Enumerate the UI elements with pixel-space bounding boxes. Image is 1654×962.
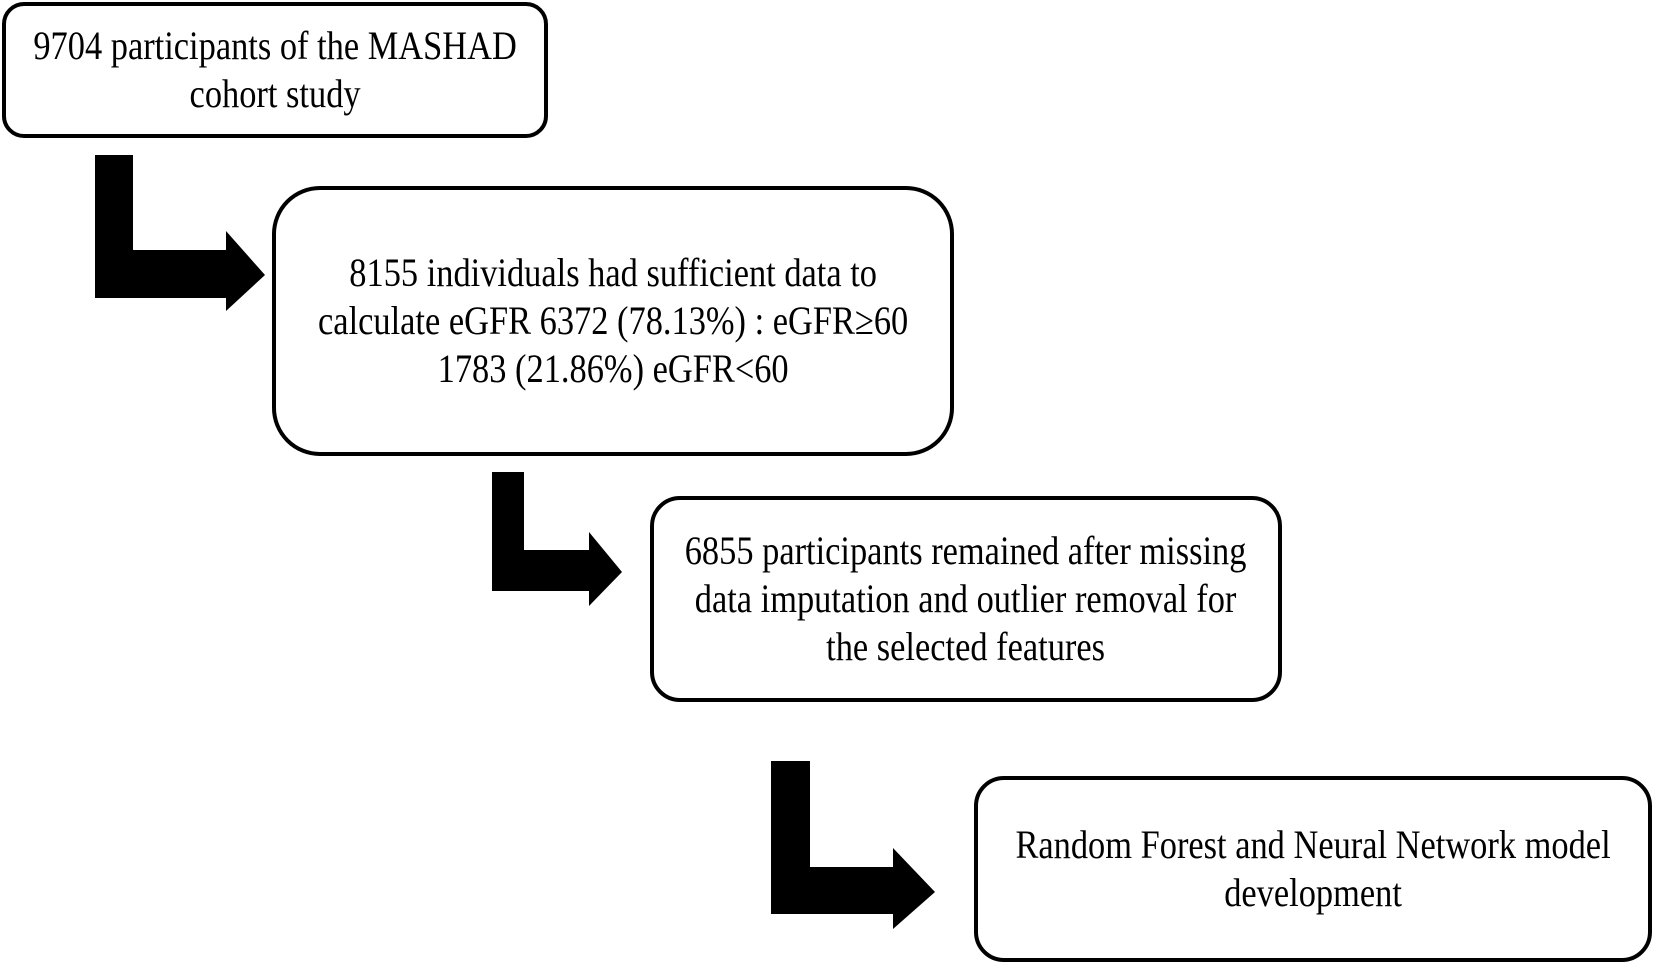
step-box-model: Random Forest and Neural Network model d…: [974, 776, 1652, 962]
arrow-2-icon: [492, 472, 622, 606]
step-line: development: [1224, 870, 1402, 915]
step-line: calculate eGFR 6372 (78.13%) : eGFR≥60: [317, 298, 909, 343]
step-text-egfr: 8155 individuals had sufficient data to …: [318, 249, 908, 393]
step-text-cohort: 9704 participants of the MASHAD cohort s…: [33, 22, 516, 118]
step-line: data imputation and outlier removal for: [695, 576, 1237, 621]
step-box-egfr: 8155 individuals had sufficient data to …: [272, 186, 954, 456]
step-line: 9704 participants of the MASHAD: [33, 23, 517, 68]
arrow-3-icon: [771, 761, 935, 929]
step-text-model: Random Forest and Neural Network model d…: [1015, 821, 1610, 917]
step-line: Random Forest and Neural Network model: [1015, 822, 1611, 867]
step-box-cohort: 9704 participants of the MASHAD cohort s…: [2, 2, 548, 138]
step-line: 6855 participants remained after missing: [685, 528, 1247, 573]
step-box-imputation: 6855 participants remained after missing…: [650, 496, 1282, 702]
arrow-1-icon: [95, 155, 265, 311]
step-line: the selected features: [826, 624, 1106, 669]
step-text-imputation: 6855 participants remained after missing…: [685, 527, 1247, 671]
step-line: 1783 (21.86%) eGFR<60: [437, 346, 789, 391]
step-line: cohort study: [189, 71, 361, 116]
step-line: 8155 individuals had sufficient data to: [349, 250, 877, 295]
